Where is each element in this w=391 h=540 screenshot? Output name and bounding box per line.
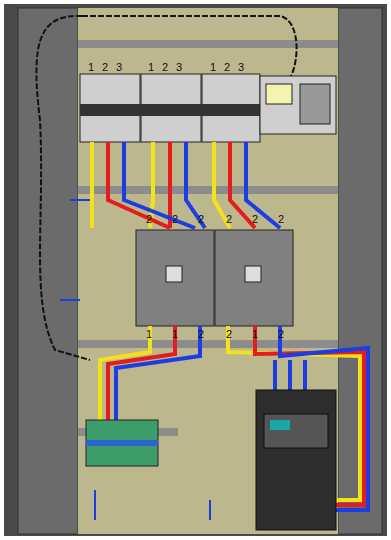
terminal-number: 2 bbox=[252, 214, 258, 225]
drive-keypad bbox=[264, 414, 328, 448]
contactor-window bbox=[245, 266, 261, 282]
left-duct bbox=[18, 8, 78, 534]
contactor bbox=[215, 230, 293, 326]
din-rail bbox=[78, 186, 338, 194]
terminal-number: 3 bbox=[176, 62, 182, 73]
plc-module bbox=[260, 76, 336, 134]
control-wire bbox=[36, 16, 296, 360]
enclosure bbox=[4, 4, 387, 536]
terminal-number: 1 bbox=[252, 329, 258, 340]
terminal-number: 1 bbox=[148, 62, 154, 73]
marker-arrows bbox=[60, 200, 210, 520]
drive-display bbox=[270, 420, 290, 430]
terminal-number: 2 bbox=[226, 214, 232, 225]
terminal-number: 2 bbox=[102, 62, 108, 73]
plc-display bbox=[266, 84, 292, 104]
terminal-number: 2 bbox=[278, 214, 284, 225]
terminal-number: 2 bbox=[226, 329, 232, 340]
terminal-block bbox=[86, 420, 158, 466]
terminal-number: 2 bbox=[198, 214, 204, 225]
terminal-number: 1 bbox=[210, 62, 216, 73]
terminal-number: 2 bbox=[198, 329, 204, 340]
terminal-number: 1 bbox=[146, 329, 152, 340]
terminal-number: 2 bbox=[172, 214, 178, 225]
terminal-number: 3 bbox=[238, 62, 244, 73]
terminal-number: 1 bbox=[88, 62, 94, 73]
frequency-drive bbox=[256, 390, 336, 530]
back-plate bbox=[78, 8, 338, 534]
terminal-number: 2 bbox=[278, 329, 284, 340]
contactor-window bbox=[166, 266, 182, 282]
plc-keys bbox=[300, 84, 330, 124]
blue-wire bbox=[124, 142, 280, 228]
din-rail bbox=[78, 40, 338, 48]
red-wire bbox=[108, 142, 255, 228]
terminal-strip bbox=[86, 440, 158, 446]
terminal-number: 3 bbox=[116, 62, 122, 73]
din-rail bbox=[78, 340, 338, 348]
terminal-number: 2 bbox=[224, 62, 230, 73]
breaker-toggles bbox=[80, 104, 260, 116]
power-wires bbox=[92, 142, 280, 228]
terminal-number: 2 bbox=[162, 62, 168, 73]
contactor bbox=[136, 230, 214, 326]
terminal-number: 1 bbox=[172, 329, 178, 340]
terminal-number: 2 bbox=[146, 214, 152, 225]
